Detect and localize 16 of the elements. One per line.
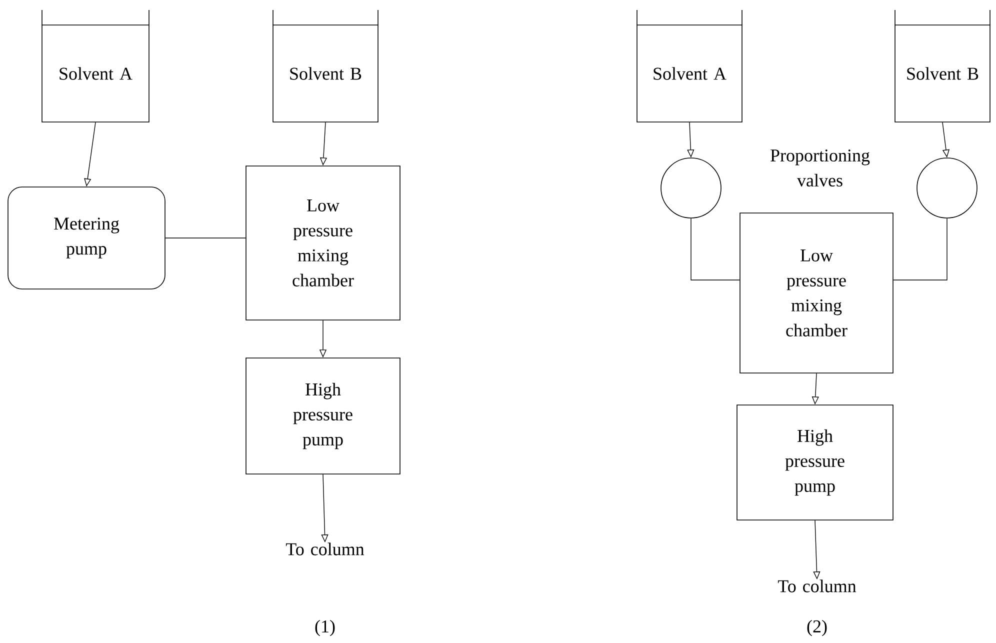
solvent-tank: Solvent B: [272, 10, 378, 122]
process-box: High pressure pump: [246, 358, 400, 474]
figure-number: (2): [807, 620, 827, 636]
outlet-label: To column: [778, 580, 856, 592]
outlet-label: To column: [286, 542, 364, 556]
callout-label: Proportioning valves: [770, 149, 870, 187]
solvent-tank: Solvent B: [894, 10, 990, 122]
figure-number: (1): [315, 620, 335, 636]
process-box: High pressure pump: [736, 404, 894, 520]
process-box: Low pressure mixing chamber: [740, 212, 894, 374]
valve-circle: [660, 158, 722, 218]
solvent-tank: Solvent A: [42, 10, 150, 122]
valve-circle: [916, 158, 978, 218]
solvent-tank: Solvent A: [636, 10, 742, 122]
pump-box: Metering pump: [8, 186, 166, 290]
process-box: Low pressure mixing chamber: [246, 166, 400, 320]
